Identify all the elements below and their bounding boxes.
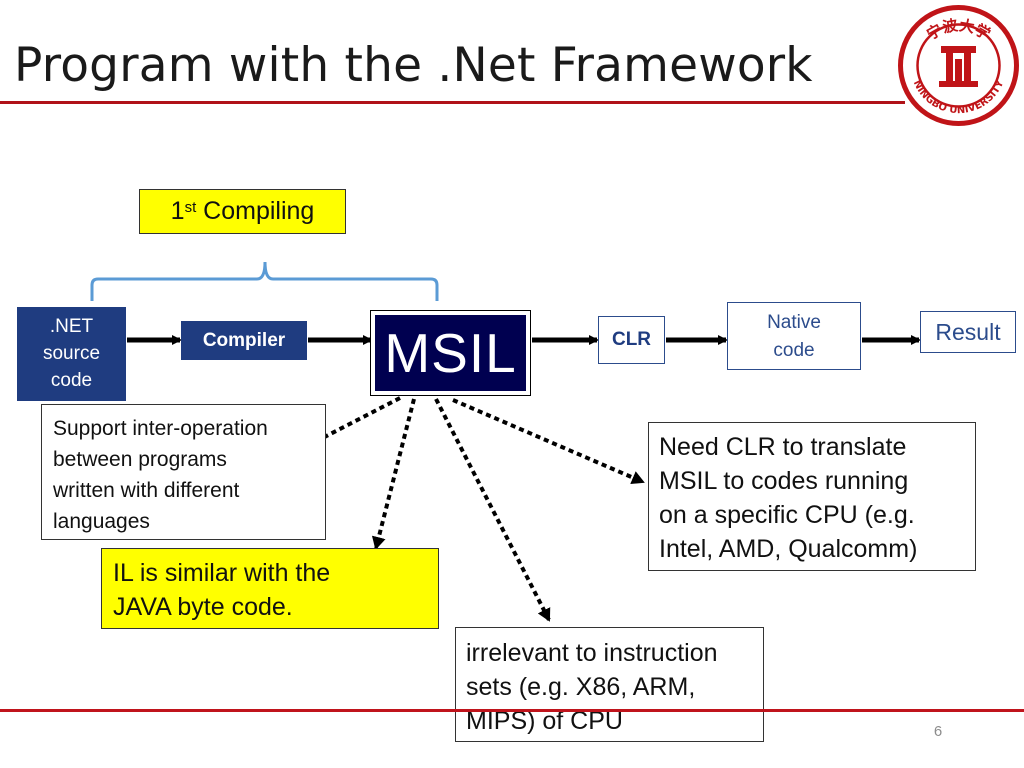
university-logo: 宁波大学 NINGBO UNIVERSITY bbox=[898, 5, 1019, 126]
compiling-text: Compiling bbox=[196, 197, 315, 225]
clr-box: CLR bbox=[598, 316, 665, 364]
msil-box: MSIL bbox=[375, 315, 526, 391]
native-code-line: code bbox=[773, 340, 815, 361]
note-line: between programs bbox=[53, 448, 227, 471]
note-clr-translate: Need CLR to translate MSIL to codes runn… bbox=[648, 422, 976, 571]
note-line: JAVA byte code. bbox=[113, 593, 293, 621]
net-source-line: source bbox=[42, 343, 101, 364]
result-box: Result bbox=[920, 311, 1016, 353]
note-line: Need CLR to translate bbox=[659, 433, 907, 461]
note-line: Support inter-operation bbox=[53, 417, 268, 440]
compiling-number: 1 bbox=[170, 197, 185, 225]
note-line: written with different bbox=[53, 479, 240, 502]
note-line: MSIL to codes running bbox=[659, 467, 909, 495]
net-source-line: .NET bbox=[49, 316, 94, 337]
slide-title: Program with the .Net Framework bbox=[14, 38, 813, 93]
dotted-arrow-clr bbox=[452, 398, 645, 485]
note-line: irrelevant to instruction bbox=[466, 639, 718, 667]
note-java-bytecode: IL is similar with the JAVA byte code. bbox=[101, 548, 439, 629]
note-line: on a specific CPU (e.g. bbox=[659, 501, 915, 529]
native-code-line: Native bbox=[767, 312, 821, 333]
compiling-brace bbox=[90, 261, 439, 301]
note-line: Intel, AMD, Qualcomm) bbox=[659, 535, 918, 563]
dotted-arrow-java bbox=[371, 398, 416, 550]
page-number: 6 bbox=[933, 723, 943, 740]
native-code-box: Native code bbox=[727, 302, 861, 370]
compiling-superscript: st bbox=[184, 199, 197, 216]
note-instruction-sets: irrelevant to instruction sets (e.g. X86… bbox=[455, 627, 764, 742]
note-line: IL is similar with the bbox=[113, 559, 331, 587]
net-source-code-box: .NET source code bbox=[17, 307, 126, 401]
footer-divider bbox=[0, 709, 1024, 712]
note-interoperation: Support inter-operation between programs… bbox=[41, 404, 326, 540]
net-source-line: code bbox=[50, 370, 93, 391]
note-line: languages bbox=[53, 510, 150, 533]
note-line: sets (e.g. X86, ARM, bbox=[466, 673, 696, 701]
compiler-box: Compiler bbox=[181, 321, 307, 360]
dotted-arrow-interop bbox=[276, 396, 401, 463]
title-divider bbox=[0, 101, 905, 104]
